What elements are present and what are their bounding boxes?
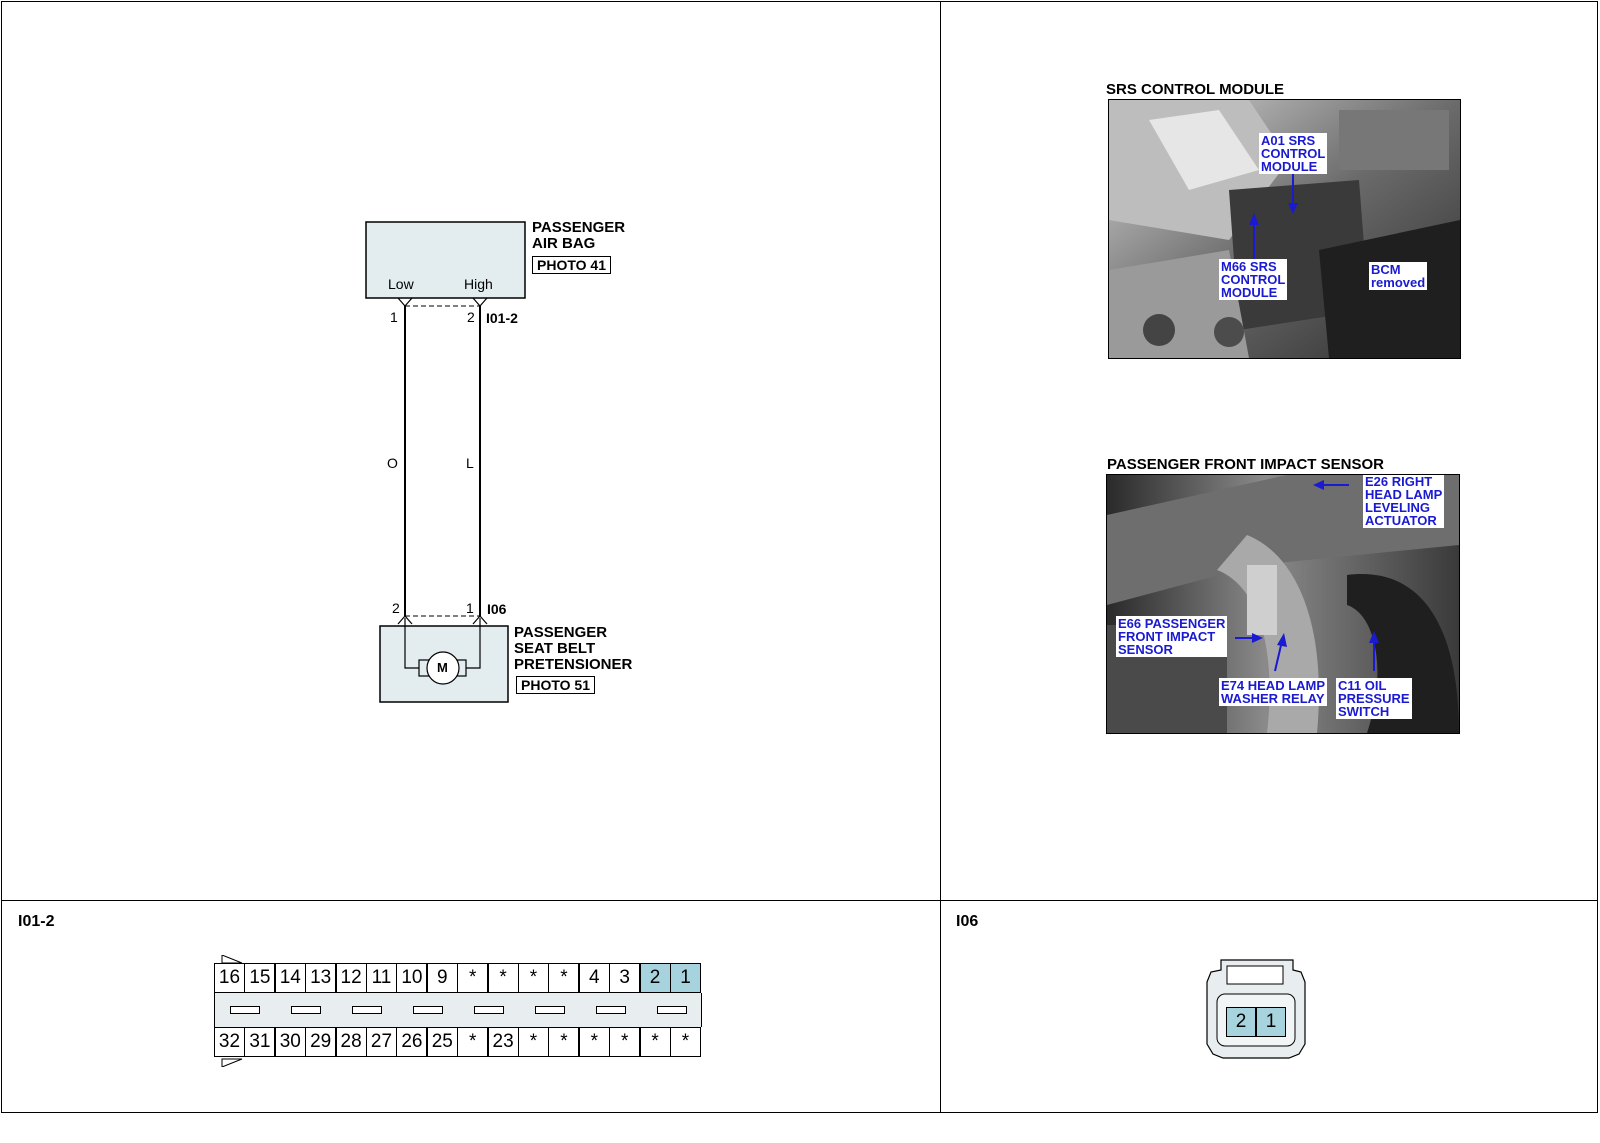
connector-i01-bottom-pin: 32 [214,1027,245,1057]
air-bag-title-2: AIR BAG [532,235,596,252]
connector-i01-key-slot [291,1006,321,1014]
connector-i01-bottom-pin: * [518,1027,549,1057]
connector-i01-bottom-pin: 31 [244,1027,276,1057]
impact-photo-title: PASSENGER FRONT IMPACT SENSOR [1107,456,1384,473]
connector-i01-top-pin: 16 [214,963,245,993]
wiring-schematic [365,221,526,703]
motor-label: M [437,660,448,675]
connector-i01-top-pin: * [548,963,580,993]
connector-i01-bottom-pin: 29 [305,1027,337,1057]
connector-i01-title: I01-2 [18,913,55,930]
connector-i01-top-pin: 4 [578,963,610,993]
air-bag-box [365,221,526,299]
bottom-connector-id: I06 [487,601,507,617]
wire-color-right: L [466,455,474,471]
connector-i01-top-pin: 13 [305,963,337,993]
connector-i01-bottom-pin: 27 [366,1027,397,1057]
connector-i01-bottom-pin: * [578,1027,610,1057]
connector-i01-bottom-pin: 28 [335,1027,367,1057]
air-bag-pin1-terminal [397,297,413,307]
connector-i06-pin-1: 1 [1256,1007,1286,1037]
bottom-pin1-label: 1 [466,600,474,616]
connector-i01-bottom-pin: 25 [426,1027,458,1057]
motor-wire-right [466,618,481,669]
connector-i01-top-pin: 3 [609,963,641,993]
connector-i01-top-pin: 11 [366,963,397,993]
pretensioner-photo-ref: PHOTO 51 [516,676,595,694]
connector-i01-bottom-pin: 30 [274,1027,306,1057]
top-pin2-label: 2 [467,309,475,325]
connector-i06-pin-2: 2 [1226,1007,1256,1037]
pretensioner-pin2-terminal [397,615,413,625]
connector-i01-key-slot [413,1006,443,1014]
connector-i01-top-pin: * [457,963,489,993]
connector-i01-top-pin: 9 [426,963,458,993]
top-pin1-label: 1 [390,309,398,325]
connector-i01-bottom-pin: * [670,1027,701,1057]
connector-i01-top-pin: 15 [244,963,276,993]
air-bag-title-1: PASSENGER [532,219,626,236]
pretensioner-title-1: PASSENGER [514,624,608,641]
connector-i01-top-pin: * [487,963,519,993]
motor-wire-left [404,618,419,669]
air-bag-low-label: Low [388,276,414,292]
connector-i01-key-slot [474,1006,504,1014]
connector-i01-bottom-pin: * [609,1027,641,1057]
motor-symbol [426,651,460,685]
top-connector-id: I01-2 [486,310,518,326]
connector-i01-bottom-pin: 23 [487,1027,519,1057]
connector-i01-bottom-pin: 26 [396,1027,428,1057]
connector-i01-bottom-pin: * [457,1027,489,1057]
connector-i01-key-slot [535,1006,565,1014]
connector-i01-top-pin: 14 [274,963,306,993]
air-bag-high-label: High [464,276,493,292]
connector-i06-title: I06 [956,913,979,930]
pretensioner-pin1-terminal [472,615,488,625]
connector-i01-key-slot [352,1006,382,1014]
wire-color-left: O [387,455,398,471]
horizontal-divider [1,900,1598,901]
air-bag-pin2-terminal [472,297,488,307]
connector-i01-body [214,993,702,1027]
connector-i01-top-pin: 1 [670,963,701,993]
bottom-pin2-label: 2 [392,600,400,616]
connector-i01-key-slot [657,1006,687,1014]
connector-i01-bottom-pin: * [639,1027,671,1057]
connector-i01-top-pin: 10 [396,963,428,993]
pretensioner-title-3: PRETENSIONER [514,656,633,673]
connector-i01-top-pin: * [518,963,549,993]
vertical-divider [940,1,941,1113]
connector-i01-key-slot [230,1006,260,1014]
connector-i01-key-slot [596,1006,626,1014]
page-frame [1,1,1598,1113]
connector-i01-top-pin: 12 [335,963,367,993]
connector-i01-top-pin: 2 [639,963,671,993]
air-bag-photo-ref: PHOTO 41 [532,256,611,274]
pretensioner-title-2: SEAT BELT [514,640,596,657]
srs-photo-title: SRS CONTROL MODULE [1106,81,1285,98]
connector-i01-bottom-pin: * [548,1027,580,1057]
